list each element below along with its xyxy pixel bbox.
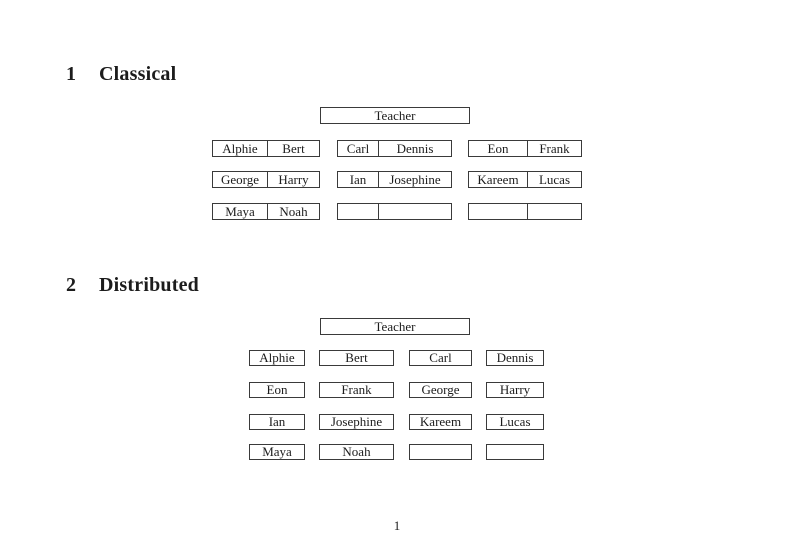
desk-box: Bert	[319, 350, 394, 366]
desk-box: Lucas	[486, 414, 544, 430]
desk-cell-left	[338, 204, 379, 219]
desk-cell-right: Dennis	[396, 141, 434, 156]
section-heading-distributed: 2 Distributed	[66, 273, 199, 297]
desk-pair: Carl Dennis	[337, 140, 452, 157]
desk-cell-left	[469, 204, 528, 219]
desk-box: Ian	[249, 414, 305, 430]
desk-cell-left: Ian	[338, 172, 379, 187]
desk-box: George	[409, 382, 472, 398]
desk-box: Josephine	[319, 414, 394, 430]
desk-box: Alphie	[249, 350, 305, 366]
desk-pair-empty	[337, 203, 452, 220]
desk-cell-left: Eon	[469, 141, 528, 156]
desk-cell-right: Noah	[279, 204, 308, 219]
desk-pair: Kareem Lucas	[468, 171, 582, 188]
teacher-box: Teacher	[320, 318, 470, 335]
section-title: Distributed	[99, 274, 199, 296]
desk-box: Harry	[486, 382, 544, 398]
desk-box-empty	[409, 444, 472, 460]
teacher-box: Teacher	[320, 107, 470, 124]
section-number: 1	[66, 63, 77, 85]
section-number: 2	[66, 274, 77, 296]
desk-cell-left: Carl	[338, 141, 379, 156]
desk-cell-right	[528, 204, 581, 219]
desk-cell-left: Maya	[213, 204, 268, 219]
desk-cell-right: Lucas	[538, 172, 571, 187]
desk-pair: Ian Josephine	[337, 171, 452, 188]
page-number: 1	[393, 518, 401, 533]
desk-box-empty	[486, 444, 544, 460]
desk-pair: Maya Noah	[212, 203, 320, 220]
desk-pair: Alphie Bert	[212, 140, 320, 157]
desk-pair: Eon Frank	[468, 140, 582, 157]
desk-cell-right: Bert	[282, 141, 305, 156]
desk-cell-left: George	[213, 172, 268, 187]
desk-box: Kareem	[409, 414, 472, 430]
desk-box: Eon	[249, 382, 305, 398]
desk-box: Dennis	[486, 350, 544, 366]
desk-cell-right: Josephine	[389, 172, 441, 187]
desk-box: Frank	[319, 382, 394, 398]
desk-cell-right: Harry	[278, 172, 309, 187]
desk-pair-empty	[468, 203, 582, 220]
desk-cell-right	[379, 204, 451, 219]
desk-box: Noah	[319, 444, 394, 460]
desk-cell-left: Alphie	[213, 141, 268, 156]
desk-box: Carl	[409, 350, 472, 366]
desk-box: Maya	[249, 444, 305, 460]
section-heading-classical: 1 Classical	[66, 62, 176, 86]
desk-cell-left: Kareem	[469, 172, 528, 187]
desk-pair: George Harry	[212, 171, 320, 188]
desk-cell-right: Frank	[539, 141, 570, 156]
section-title: Classical	[99, 63, 177, 85]
